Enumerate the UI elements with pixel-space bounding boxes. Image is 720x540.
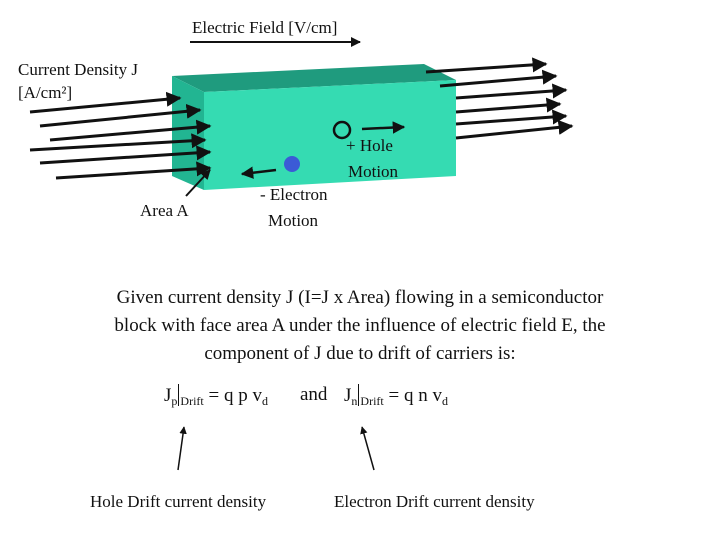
electron-label: - Electron bbox=[260, 185, 328, 204]
description-paragraph: Given current density J (I=J x Area) flo… bbox=[40, 284, 680, 368]
current-density-units: [A/cm²] bbox=[18, 83, 72, 102]
jp-symbol: J bbox=[164, 385, 172, 406]
jn-subscript: n bbox=[351, 394, 358, 408]
jn-symbol: J bbox=[344, 385, 352, 406]
hole-drift-caption: Hole Drift current density bbox=[90, 492, 267, 511]
jp-rhs: = q p v bbox=[208, 385, 262, 406]
electron-drift-caption: Electron Drift current density bbox=[334, 492, 535, 511]
and-connector: and bbox=[300, 384, 328, 405]
evaluation-bar bbox=[178, 384, 180, 406]
electric-field-label: Electric Field [V/cm] bbox=[192, 18, 337, 37]
evaluation-bar bbox=[358, 384, 360, 406]
electron-symbol bbox=[284, 156, 300, 172]
jn-drift-subscript: Drift bbox=[360, 394, 384, 408]
jp-subscript: p bbox=[171, 394, 178, 408]
jp-drift-subscript: Drift bbox=[180, 394, 204, 408]
electron-caption-arrow bbox=[360, 426, 375, 471]
area-pointer-arrow bbox=[185, 169, 211, 197]
electron-motion-arrow bbox=[240, 166, 277, 179]
block-side-face bbox=[172, 76, 204, 190]
incoming-current-arrows bbox=[29, 91, 212, 180]
area-label: Area A bbox=[140, 201, 189, 220]
semiconductor-diagram: Electric Field [V/cm] Current Density J … bbox=[18, 18, 574, 230]
description-line-2: block with face area A under the influen… bbox=[114, 315, 606, 336]
jp-rhs-subscript: d bbox=[261, 394, 268, 408]
jn-rhs: = q n v bbox=[388, 385, 442, 406]
caption-pointers bbox=[177, 426, 375, 471]
block-front-face bbox=[204, 80, 456, 190]
description-line-3: component of J due to drift of carriers … bbox=[204, 343, 516, 364]
hole-motion-label: Motion bbox=[348, 162, 399, 181]
hole-motion-arrow bbox=[361, 121, 406, 134]
current-density-label: Current Density J bbox=[18, 60, 138, 79]
electron-motion-label: Motion bbox=[268, 211, 319, 230]
block-top-face bbox=[172, 64, 456, 92]
jn-rhs-subscript: d bbox=[441, 394, 448, 408]
hole-symbol bbox=[332, 120, 352, 140]
hole-caption-arrow bbox=[177, 426, 187, 471]
hole-label: + Hole bbox=[346, 136, 393, 155]
description-line-1: Given current density J (I=J x Area) flo… bbox=[116, 287, 604, 308]
outgoing-current-arrows bbox=[425, 57, 574, 140]
